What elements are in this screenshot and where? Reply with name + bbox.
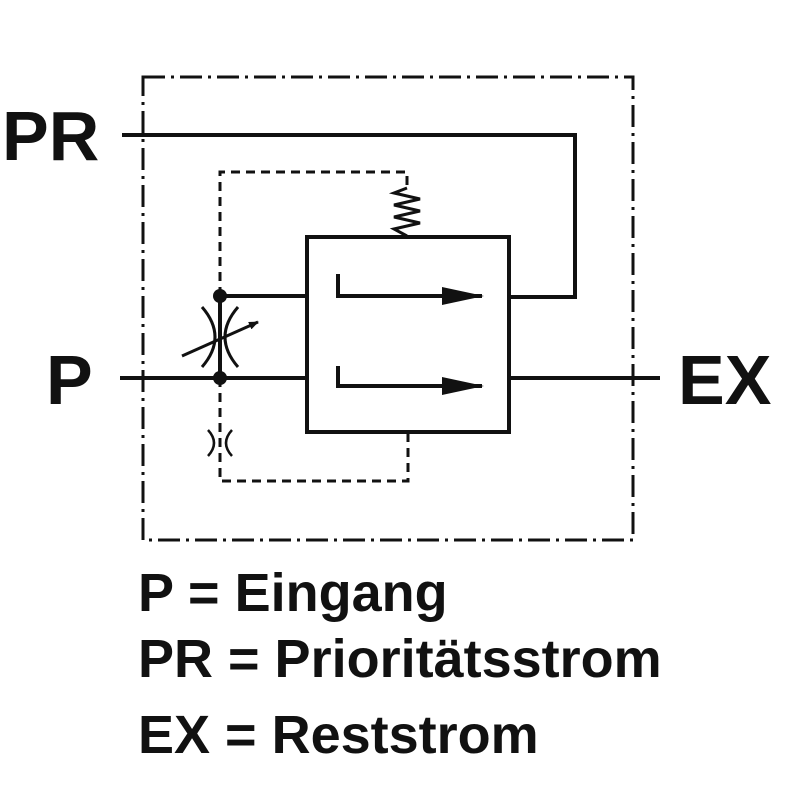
flow-arrow-upper <box>336 274 484 305</box>
junction-dot-lower <box>213 371 227 385</box>
legend-line-ex: EX = Reststrom <box>138 705 539 765</box>
pr-line <box>122 133 577 299</box>
legend-line-p: P = Eingang <box>138 563 448 623</box>
valve-body <box>305 235 511 434</box>
spring-icon <box>388 186 421 238</box>
junction-dot-upper <box>213 289 227 303</box>
adjustable-throttle-icon <box>181 306 259 368</box>
pilot-line-bottom <box>218 378 410 483</box>
port-label-pr: PR <box>2 97 99 175</box>
legend-line-pr: PR = Prioritätsstrom <box>138 629 662 689</box>
flow-arrow-lower <box>336 366 484 395</box>
enclosure-boundary <box>141 75 635 542</box>
pilot-line-top <box>218 170 409 296</box>
orifice-icon <box>207 429 233 457</box>
port-label-ex: EX <box>678 341 772 419</box>
port-label-p: P <box>46 341 93 419</box>
